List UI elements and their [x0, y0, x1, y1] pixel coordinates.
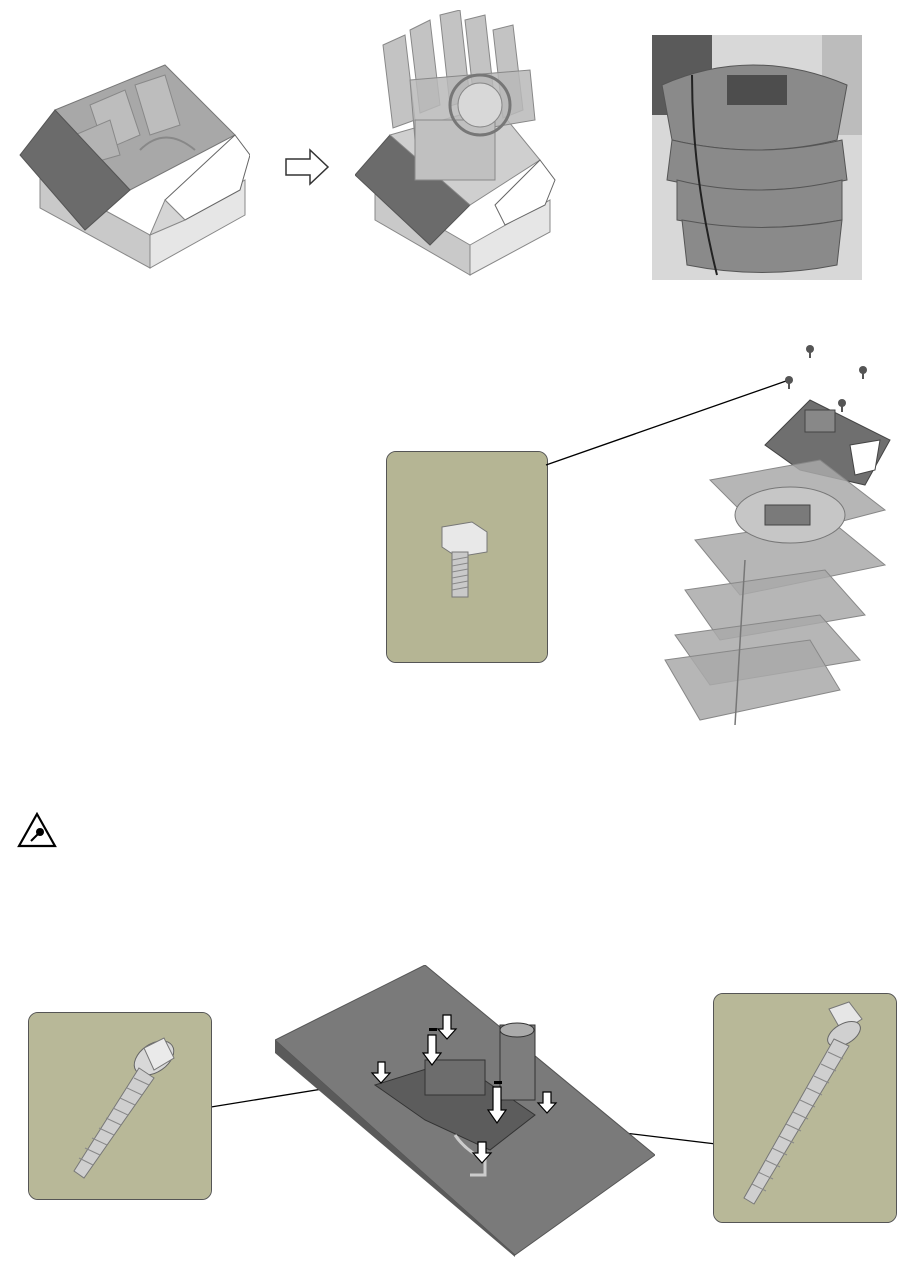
exploded-foam-stack-figure [660, 340, 900, 740]
foam-lifted-figure [355, 10, 565, 280]
box-with-foam-figure [15, 40, 250, 270]
lag-screw-photo-right [713, 993, 897, 1223]
hex-bolt-photo [386, 451, 548, 663]
mounting-plate-on-board-figure [275, 965, 655, 1260]
hollow-right-arrow-icon [284, 148, 330, 186]
caution-triangle-icon [17, 812, 57, 848]
lag-screw-photo-left [28, 1012, 212, 1200]
foam-packaging-photo [652, 35, 862, 280]
